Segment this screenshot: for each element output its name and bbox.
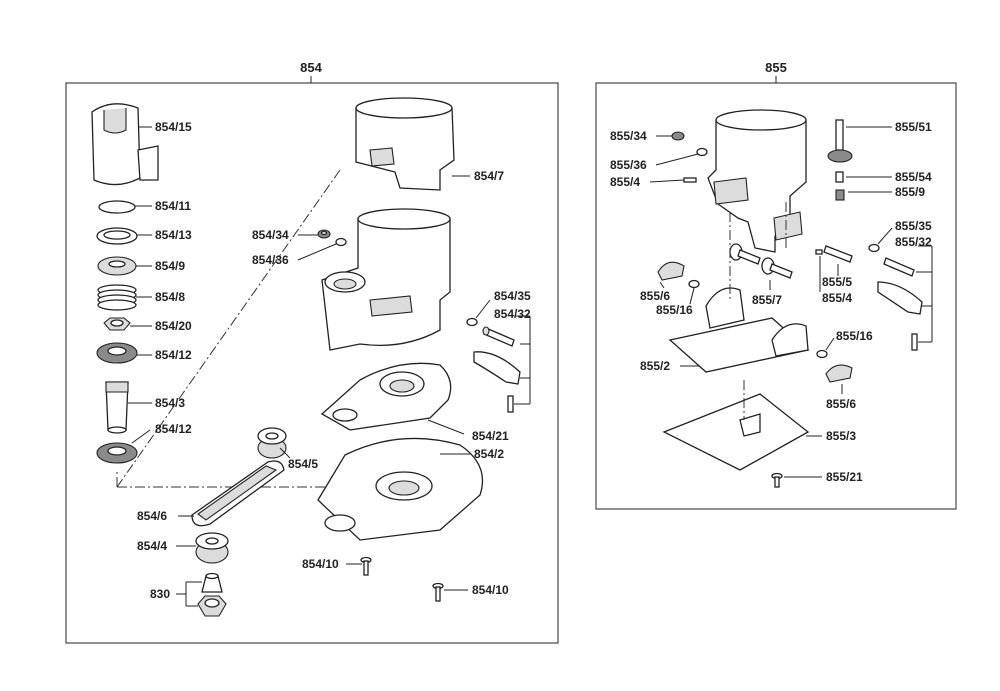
part-855-6-wing-nut-b xyxy=(825,364,853,383)
part-855-5-spring xyxy=(823,245,853,263)
part-855-16-washer-a xyxy=(688,279,700,289)
part-854-9-nut xyxy=(97,256,137,276)
label-855-35: 855/35 xyxy=(895,219,932,233)
label-855-9: 855/9 xyxy=(895,185,925,199)
part-855-54-spring xyxy=(835,171,844,183)
label-854-5: 854/5 xyxy=(288,457,318,471)
group-855-title: 855 xyxy=(765,60,787,75)
label-854-21: 854/21 xyxy=(472,429,509,443)
part-854-6-belt xyxy=(191,460,285,527)
callouts-855: 855/34 855/36 855/4 855/51 855/54 855/9 … xyxy=(610,120,933,484)
label-855-2: 855/2 xyxy=(640,359,670,373)
part-854-12-bearing-bottom xyxy=(96,442,138,464)
label-855-34: 855/34 xyxy=(610,129,647,143)
label-855-6-b: 855/6 xyxy=(826,397,856,411)
part-855-51-knob xyxy=(827,119,853,163)
callouts-854: 854/15 854/11 854/13 854/9 854/8 854/20 … xyxy=(128,120,531,607)
label-854-12-top: 854/12 xyxy=(155,348,192,362)
part-854-4-pulley xyxy=(195,532,229,564)
label-855-51: 855/51 xyxy=(895,120,932,134)
group-854-frame xyxy=(65,82,559,644)
part-854-12-bearing-top xyxy=(96,342,138,364)
label-854-6: 854/6 xyxy=(137,509,167,523)
part-855-4-pin xyxy=(683,177,697,183)
label-854-32: 854/32 xyxy=(494,307,531,321)
label-855-3: 855/3 xyxy=(826,429,856,443)
part-830-collet xyxy=(201,572,223,593)
part-855-9-screw xyxy=(835,189,845,201)
label-855-32: 855/32 xyxy=(895,235,932,249)
part-855-21-screw xyxy=(771,472,783,488)
label-854-15: 854/15 xyxy=(155,120,192,134)
label-855-5: 855/5 xyxy=(822,275,852,289)
part-855-6-wing-nut-a xyxy=(657,261,685,281)
part-854-8-spring xyxy=(97,284,137,311)
group-854-title: 854 xyxy=(300,60,322,75)
part-854-21-base-plate xyxy=(320,362,452,431)
part-854-36-washer xyxy=(335,237,347,247)
label-855-16-b: 855/16 xyxy=(836,329,873,343)
part-855-3-plate xyxy=(662,393,810,471)
label-854-12-bottom: 854/12 xyxy=(155,422,192,436)
label-854-4: 854/4 xyxy=(137,539,167,553)
part-854-10-screw-b xyxy=(432,582,444,602)
label-854-11: 854/11 xyxy=(155,199,191,213)
part-855-lever xyxy=(877,281,923,351)
label-854-10-a: 854/10 xyxy=(302,557,339,571)
part-855-34-nut xyxy=(671,131,685,141)
part-855-16-washer-b xyxy=(816,349,828,359)
label-855-4-b: 855/4 xyxy=(822,291,852,305)
part-854-housing-body xyxy=(321,208,451,351)
label-854-20: 854/20 xyxy=(155,319,192,333)
part-854-32-screw xyxy=(482,326,515,347)
label-855-6-a: 855/6 xyxy=(640,289,670,303)
part-854-11-ring xyxy=(98,200,136,214)
part-855-4-pin-b xyxy=(815,249,823,255)
part-855-7-bolts xyxy=(729,243,793,279)
label-854-3: 854/3 xyxy=(155,396,185,410)
label-854-8: 854/8 xyxy=(155,290,185,304)
label-855-21: 855/21 xyxy=(826,470,863,484)
part-855-35-washer xyxy=(868,243,880,253)
part-854-10-screw-a xyxy=(360,556,372,576)
part-854-2-sub-base xyxy=(317,437,484,541)
label-854-35: 854/35 xyxy=(494,289,531,303)
part-854-13-ring xyxy=(96,227,138,245)
part-854-34-nut xyxy=(317,229,331,239)
label-854-9: 854/9 xyxy=(155,259,185,273)
part-855-2-bracket xyxy=(668,287,810,373)
label-830: 830 xyxy=(150,587,170,601)
label-854-36: 854/36 xyxy=(252,253,289,267)
label-855-36: 855/36 xyxy=(610,158,647,172)
label-855-7: 855/7 xyxy=(752,293,782,307)
part-855-32-screw xyxy=(883,257,915,277)
label-854-7: 854/7 xyxy=(474,169,504,183)
label-854-13: 854/13 xyxy=(155,228,192,242)
label-854-2: 854/2 xyxy=(474,447,504,461)
part-854-7-housing-cap xyxy=(355,97,455,191)
label-854-34: 854/34 xyxy=(252,228,289,242)
part-854-lever xyxy=(473,351,521,413)
label-855-16-a: 855/16 xyxy=(656,303,693,317)
part-855-housing xyxy=(707,109,807,253)
label-854-10-b: 854/10 xyxy=(472,583,509,597)
part-854-35-washer xyxy=(466,317,478,327)
part-854-20-nut xyxy=(103,317,131,331)
label-855-54: 855/54 xyxy=(895,170,932,184)
part-854-15-sleeve xyxy=(91,103,159,186)
part-855-36-washer xyxy=(696,147,708,157)
part-854-3-spindle xyxy=(105,381,129,434)
part-854-5-pulley xyxy=(257,427,287,459)
part-830-collet-nut xyxy=(197,595,227,617)
label-855-4: 855/4 xyxy=(610,175,640,189)
